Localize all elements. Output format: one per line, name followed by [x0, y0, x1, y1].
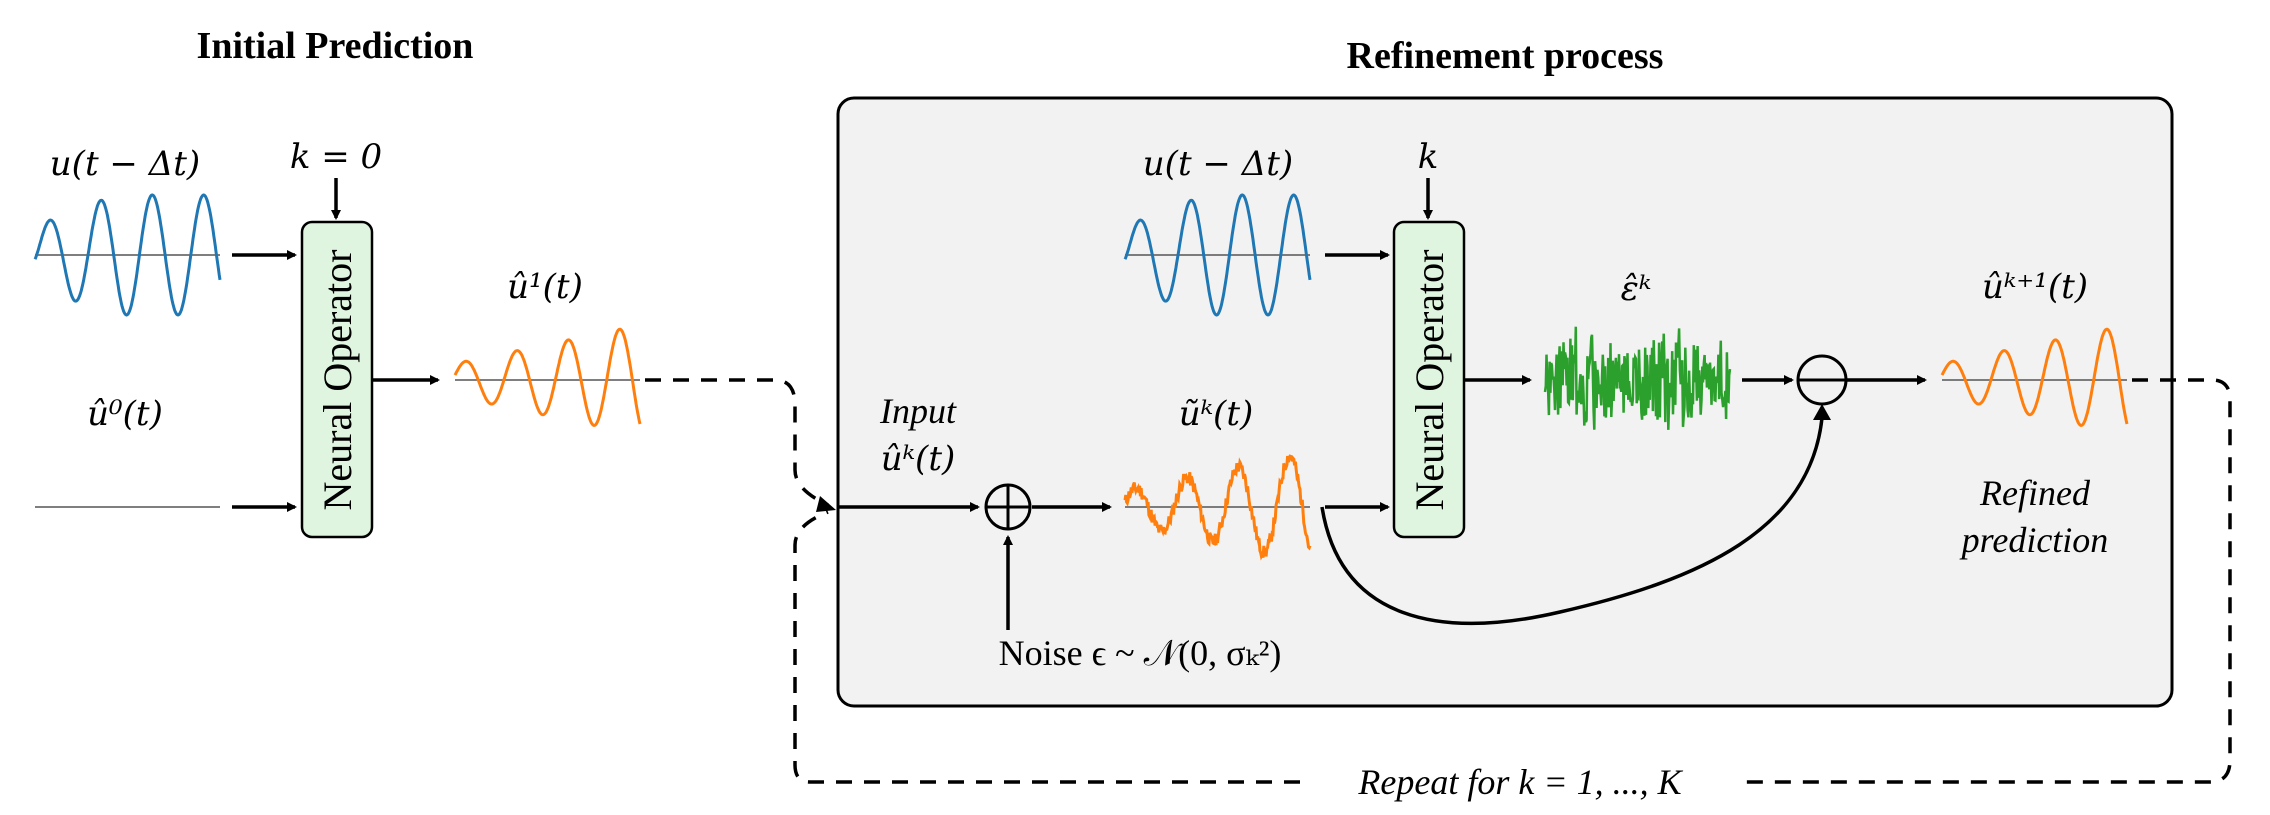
repeat-loop-left — [793, 510, 1300, 784]
refined-caption-line1: Refined — [1979, 473, 2091, 513]
right-input-wave — [1123, 193, 1312, 317]
noise-label: Noise ϵ ~ 𝒩(0, σₖ²) — [999, 633, 1282, 673]
left-input-wave — [33, 193, 222, 317]
initial-to-refinement-arrowhead — [816, 496, 836, 512]
left-k-label: k = 0 — [290, 137, 382, 177]
refinement-input-caption: Input — [879, 391, 957, 431]
left-input-label: u(t − Δt) — [50, 144, 200, 184]
right-input-label: u(t − Δt) — [1143, 144, 1293, 184]
left-u0-label: û⁰(t) — [87, 394, 163, 434]
right-k-label: k — [1418, 137, 1439, 177]
left-output-label: û¹(t) — [507, 267, 583, 307]
refinement-process-title: Refinement process — [1347, 35, 1664, 77]
initial-to-refinement-dashed — [645, 378, 829, 507]
skip-connection-arrowhead — [1813, 404, 1831, 420]
refinement-input-var: ûᵏ(t) — [881, 439, 956, 479]
refined-output-wave — [1940, 327, 2129, 427]
repeat-loop-label: Repeat for k = 1, ..., K — [1357, 762, 1683, 802]
repeat-loop-right — [1740, 378, 2232, 784]
eps-label: ε̂ᵏ — [1621, 269, 1652, 309]
right-neural-operator-label: Neural Operator — [1407, 250, 1452, 511]
noisy-input-label: ũᵏ(t) — [1179, 394, 1254, 434]
refinement-panel — [836, 96, 2174, 708]
left-output-wave — [453, 327, 642, 427]
refined-caption-line2: prediction — [1959, 520, 2109, 560]
noisy-input-wave — [1123, 454, 1312, 561]
eps-wave — [1543, 326, 1732, 430]
skip-connection-curve — [1320, 417, 1824, 626]
refined-output-label: ûᵏ⁺¹(t) — [1982, 267, 2088, 307]
left-neural-operator-label: Neural Operator — [315, 250, 360, 511]
initial-prediction-title: Initial Prediction — [197, 25, 474, 67]
